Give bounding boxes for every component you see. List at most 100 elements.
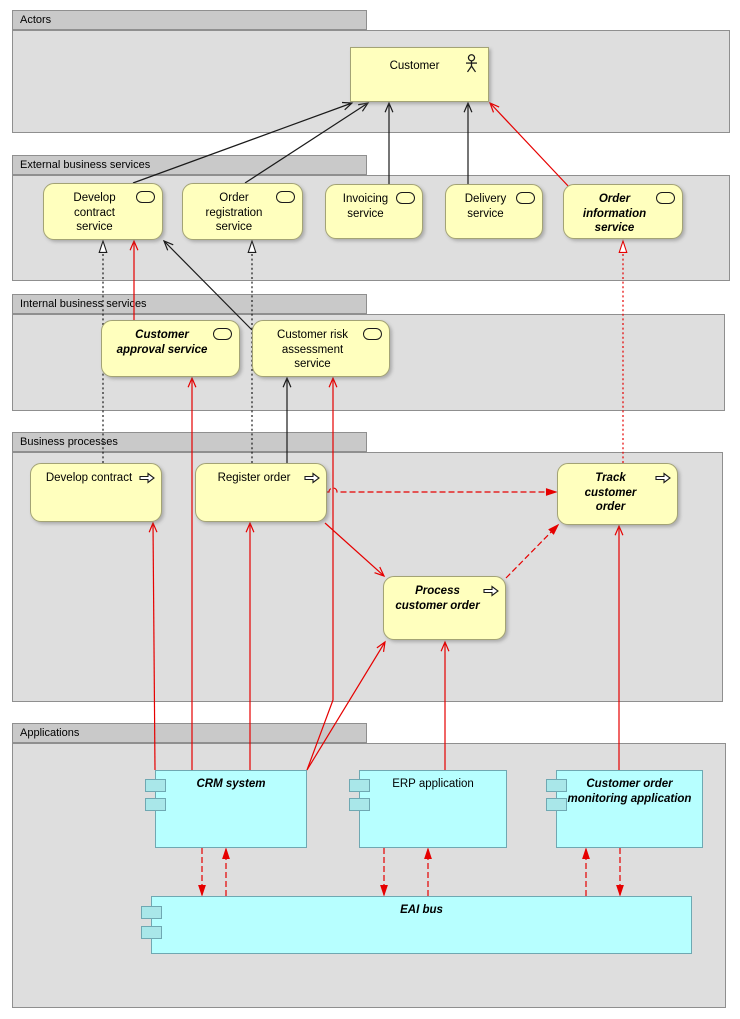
node-customer-approval-service[interactable]: Customer approval service (101, 320, 240, 377)
node-label: Delivery service (464, 193, 507, 220)
arrowhead (374, 566, 386, 578)
arrowhead (162, 239, 174, 251)
connector-register_order-to-track_customer_order (327, 487, 556, 493)
component-icon (546, 798, 567, 811)
node-customer-risk-assessment-service[interactable]: Customer risk assessment service (252, 320, 390, 377)
arrowhead (247, 239, 257, 253)
arrowhead (440, 640, 450, 652)
node-label: Develop contract (45, 472, 133, 484)
node-delivery-service[interactable]: Delivery service (445, 184, 543, 239)
node-label: Develop contract service (73, 192, 116, 234)
component-icon (546, 779, 567, 792)
band-label: Applications (20, 727, 80, 739)
node-label: Customer order monitoring application (567, 778, 692, 805)
band-label: Business processes (20, 436, 118, 448)
node-label: Order registration service (205, 192, 263, 234)
node-erp-application[interactable]: ERP application (349, 770, 507, 848)
node-label: EAI bus (400, 904, 443, 916)
arrowhead (384, 101, 394, 113)
arrowhead (616, 884, 624, 897)
connector-register_order-to-process_customer_order (324, 522, 385, 577)
arrowhead (618, 239, 628, 253)
node-register-order[interactable]: Register order (195, 463, 327, 522)
band-label: Actors (20, 14, 52, 26)
node-label: CRM system (196, 778, 266, 790)
node-customer[interactable]: Customer (350, 47, 489, 102)
connector-order_information_service-to-customer (489, 102, 571, 189)
node-label: Invoicing service (342, 193, 389, 220)
arrowhead (424, 847, 432, 860)
service-icon (516, 192, 535, 204)
arrowhead (376, 640, 386, 652)
node-crm-system[interactable]: CRM system (145, 770, 307, 848)
arrowhead (148, 521, 158, 533)
node-label: Process customer order (395, 585, 480, 612)
arrowhead (488, 101, 500, 113)
process-arrow-icon (655, 472, 671, 484)
node-develop-contract-service[interactable]: Develop contract service (43, 183, 163, 240)
arrowhead (222, 847, 230, 860)
band-tab-internal-business-services: Internal business services (12, 294, 367, 314)
node-label: Customer risk assessment service (277, 329, 348, 371)
service-icon (656, 192, 675, 204)
band-tab-business-processes: Business processes (12, 432, 367, 452)
node-invoicing-service[interactable]: Invoicing service (325, 184, 423, 239)
service-icon (136, 191, 155, 203)
node-label: Customer approval service (116, 329, 208, 356)
component-icon (145, 779, 166, 792)
arrowhead (282, 376, 292, 388)
connector-crm_system-to-customer_risk_assessment_service (306, 378, 334, 771)
node-process-customer-order[interactable]: Process customer order (383, 576, 506, 640)
process-arrow-icon (483, 585, 499, 597)
component-icon (349, 798, 370, 811)
arrowhead (328, 376, 338, 388)
service-icon (363, 328, 382, 340)
node-label: Order information service (582, 193, 647, 235)
band-tab-external-business-services: External business services (12, 155, 367, 175)
component-icon (141, 926, 162, 939)
arrowhead (614, 524, 624, 536)
arrowhead (380, 884, 388, 897)
actor-icon (466, 54, 477, 73)
band-tab-actors: Actors (12, 10, 367, 30)
connector-develop_contract_service-to-customer (132, 102, 353, 184)
arrowhead (98, 239, 108, 253)
process-arrow-icon (304, 472, 320, 484)
node-track-customer-order[interactable]: Track customer order (557, 463, 678, 525)
service-icon (213, 328, 232, 340)
node-label: Register order (217, 472, 291, 484)
arrowhead (358, 102, 370, 112)
arrowhead (341, 101, 354, 111)
connector-customer_risk_assessment_service-to-develop_contract_service (163, 240, 253, 331)
component-icon (349, 779, 370, 792)
arrowhead (245, 521, 255, 533)
service-icon (396, 192, 415, 204)
connector-crm_system-to-develop_contract (152, 522, 156, 771)
arrowhead (548, 523, 560, 535)
arrowhead (187, 376, 197, 388)
arrowhead (129, 239, 139, 251)
node-order-information-service[interactable]: Order information service (563, 184, 683, 239)
service-icon (276, 191, 295, 203)
band-label: Internal business services (20, 298, 147, 310)
node-customer-order-monitoring-application[interactable]: Customer order monitoring application (546, 770, 703, 848)
arrowhead (582, 847, 590, 860)
node-order-registration-service[interactable]: Order registration service (182, 183, 303, 240)
component-icon (141, 906, 162, 919)
node-develop-contract[interactable]: Develop contract (30, 463, 162, 522)
component-icon (145, 798, 166, 811)
node-label: ERP application (392, 778, 474, 790)
band-tab-applications: Applications (12, 723, 367, 743)
connector-process_customer_order-to-track_customer_order (505, 524, 559, 579)
node-label: Customer (389, 60, 440, 72)
node-label: Track customer order (584, 472, 637, 514)
connector-order_registration_service-to-customer (244, 102, 369, 184)
node-eai-bus[interactable]: EAI bus (141, 896, 692, 954)
arrowhead (545, 488, 558, 496)
connector-crm_system-to-process_customer_order (306, 641, 386, 771)
arrowhead (198, 884, 206, 897)
arrowhead (463, 101, 473, 113)
band-label: External business services (20, 159, 151, 171)
